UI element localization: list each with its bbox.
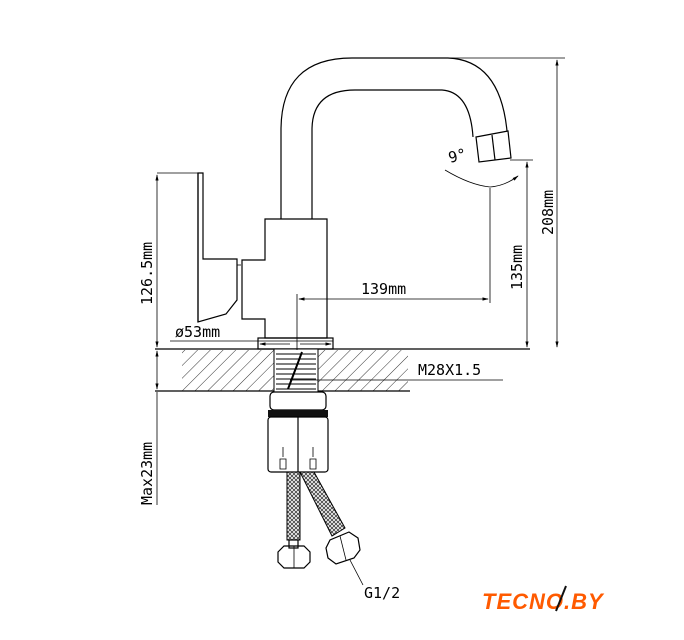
- lever-handle: [197, 172, 241, 323]
- spout-angle-label: 9°: [446, 145, 468, 167]
- hose-connection-label: G1/2: [364, 584, 400, 602]
- spout: [280, 57, 512, 219]
- mounting-thread: [273, 348, 319, 393]
- counter-thickness-label: Max23mm: [138, 442, 156, 505]
- hose-nut: [325, 531, 361, 565]
- faucet-body: [241, 218, 334, 350]
- dimension-lines: [155, 57, 565, 586]
- thread-label: M28X1.5: [418, 361, 481, 379]
- handle-height-label: 126.5mm: [138, 242, 156, 305]
- supply-hoses: [277, 471, 361, 569]
- spout-reach-label: 139mm: [361, 280, 406, 298]
- base-diameter-label: ø53mm: [175, 323, 220, 341]
- under-counter-fixing: [267, 391, 329, 473]
- logo-text: TECNO.BY: [482, 589, 605, 614]
- spout-height-label: 135mm: [508, 245, 526, 290]
- tecno-by-logo: TECNO.BY: [482, 585, 605, 614]
- total-height-label: 208mm: [539, 190, 557, 235]
